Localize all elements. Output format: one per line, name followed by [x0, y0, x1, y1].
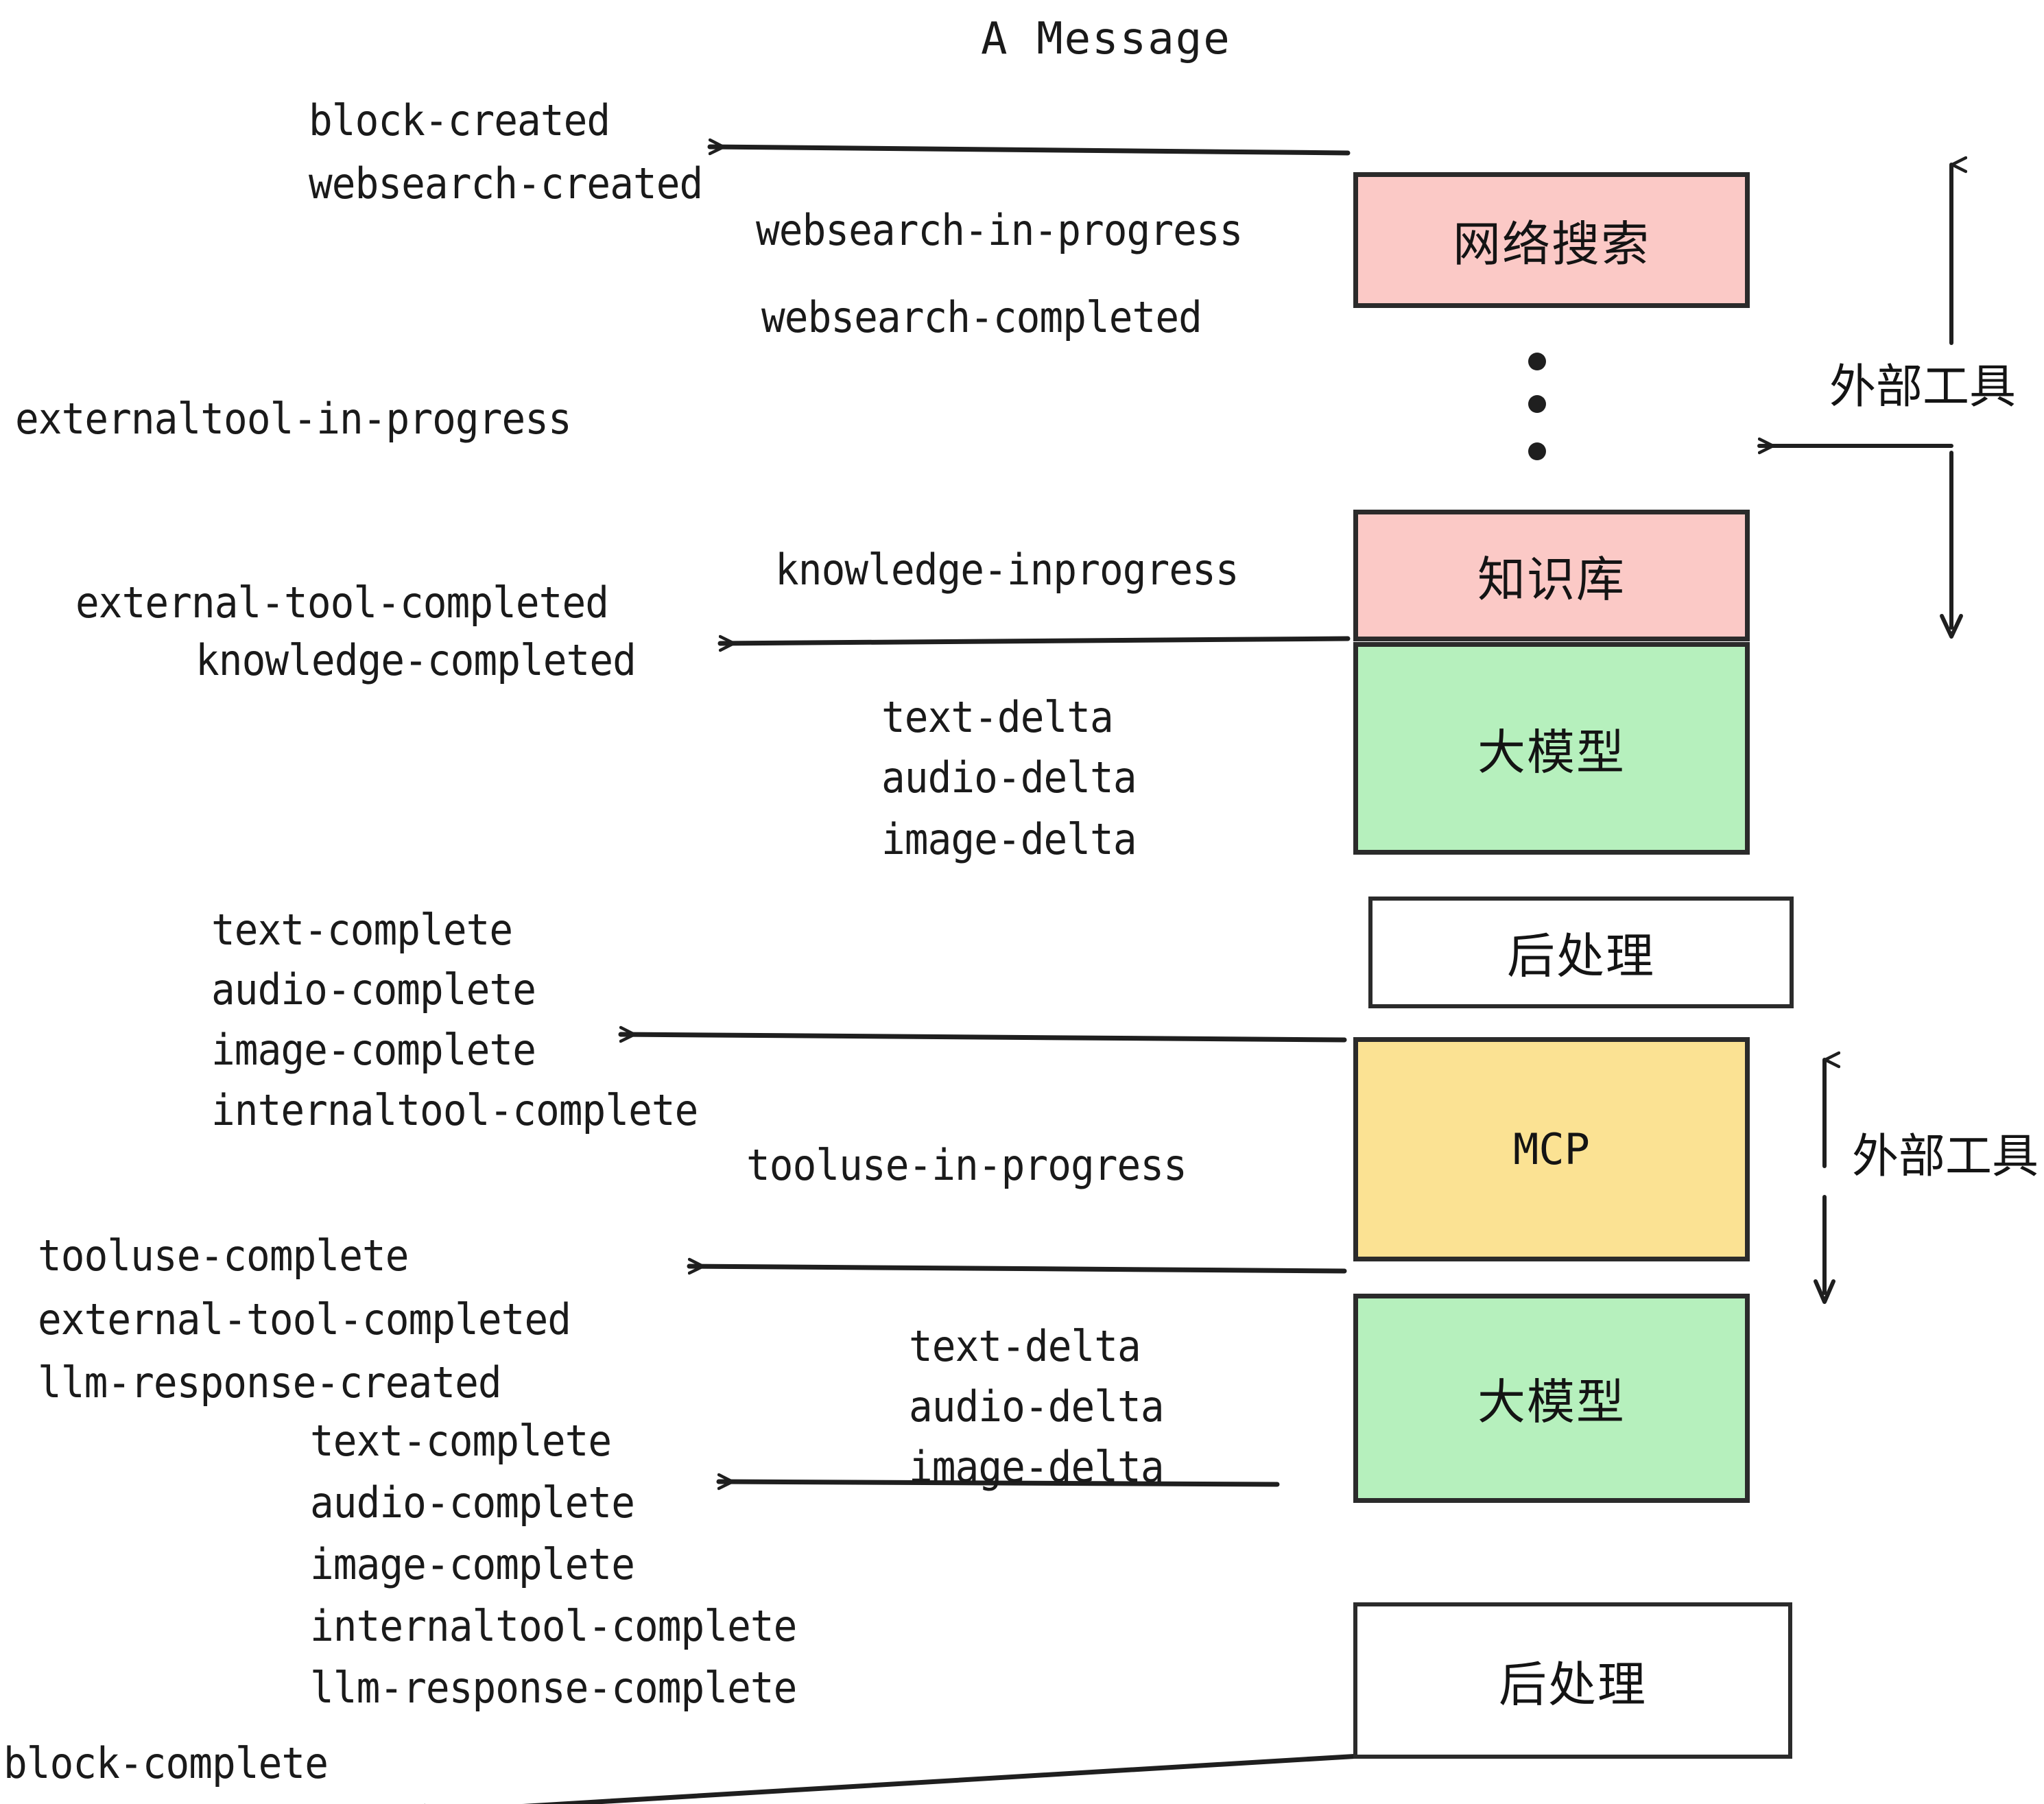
- arrow-llm-to-image-complete: [618, 1034, 1347, 1040]
- event-text-complete-2: text-complete: [310, 1416, 612, 1466]
- node-llm-bottom[interactable]: 大模型: [1353, 1294, 1750, 1503]
- event-text-complete-1: text-complete: [211, 905, 513, 955]
- node-knowledge-label: 知识库: [1477, 551, 1626, 608]
- ellipsis-dot-2: [1528, 395, 1546, 413]
- event-internaltool-complete-2: internaltool-complete: [310, 1601, 797, 1651]
- node-llm-bottom-label: 大模型: [1477, 1374, 1626, 1430]
- node-mcp-label: MCP: [1513, 1124, 1590, 1174]
- event-audio-delta-2: audio-delta: [909, 1381, 1165, 1432]
- event-text-delta-1: text-delta: [881, 692, 1114, 742]
- event-audio-complete-1: audio-complete: [211, 964, 536, 1014]
- event-llm-response-complete: llm-response-complete: [310, 1663, 797, 1713]
- event-websearch-in-progress: websearch-in-progress: [756, 205, 1243, 255]
- external-tools-down-top: [1940, 451, 1963, 639]
- ellipsis-dot-1: [1528, 353, 1546, 370]
- node-mcp[interactable]: MCP: [1353, 1037, 1750, 1261]
- node-post-top[interactable]: 后处理: [1368, 897, 1794, 1008]
- event-tooluse-in-progress: tooluse-in-progress: [746, 1140, 1187, 1190]
- arrow-knowledge-to-completed: [717, 639, 1351, 643]
- event-image-complete-2: image-complete: [310, 1539, 635, 1589]
- node-llm-top[interactable]: 大模型: [1353, 642, 1750, 855]
- event-externaltool-in-progress: externaltool-in-progress: [15, 394, 572, 444]
- node-post-bottom-label: 后处理: [1499, 1656, 1647, 1713]
- node-websearch-label: 网络搜索: [1453, 215, 1650, 272]
- event-websearch-created: websearch-created: [309, 158, 703, 209]
- arrow-post-to-block-complete: [425, 1753, 1363, 1804]
- event-audio-complete-2: audio-complete: [310, 1477, 635, 1528]
- event-text-delta-2: text-delta: [909, 1321, 1141, 1371]
- event-knowledge-inprogress: knowledge-inprogress: [775, 545, 1239, 595]
- node-websearch[interactable]: 网络搜索: [1353, 172, 1750, 308]
- event-block-complete: block-complete: [3, 1738, 329, 1788]
- page-title: A Message: [981, 14, 1231, 64]
- event-external-tool-completed-1: external-tool-completed: [75, 578, 609, 628]
- side-label-external-tools-top: 外部工具: [1829, 360, 2017, 414]
- node-knowledge[interactable]: 知识库: [1353, 510, 1750, 641]
- event-image-delta-1: image-delta: [881, 814, 1137, 864]
- event-audio-delta-1: audio-delta: [881, 752, 1137, 803]
- event-internaltool-complete-1: internaltool-complete: [211, 1085, 698, 1135]
- event-block-created: block-created: [309, 95, 610, 145]
- arrow-mcp-to-tooluse-complete: [687, 1266, 1347, 1271]
- external-tools-down-bottom: [1814, 1195, 1835, 1304]
- event-llm-response-created: llm-response-created: [38, 1357, 502, 1408]
- node-post-top-label: 后处理: [1507, 928, 1655, 984]
- arrow-websearch-to-block-created: [707, 147, 1351, 156]
- event-websearch-completed: websearch-completed: [761, 292, 1202, 342]
- node-post-bottom[interactable]: 后处理: [1353, 1602, 1792, 1759]
- node-llm-top-label: 大模型: [1477, 724, 1626, 781]
- event-image-complete-1: image-complete: [211, 1025, 536, 1075]
- event-knowledge-completed: knowledge-completed: [195, 635, 637, 685]
- event-tooluse-complete: tooluse-complete: [38, 1231, 409, 1281]
- event-image-delta-2: image-delta: [909, 1442, 1165, 1492]
- side-label-external-tools-bottom: 外部工具: [1852, 1130, 2039, 1184]
- event-external-tool-completed-2: external-tool-completed: [38, 1294, 571, 1344]
- ellipsis-dot-3: [1528, 442, 1546, 460]
